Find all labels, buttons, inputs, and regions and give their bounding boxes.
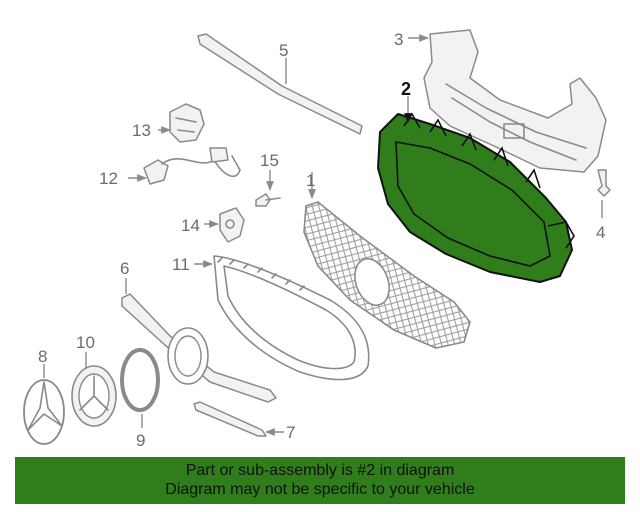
label-3: 3 xyxy=(394,30,403,49)
part-1-mesh-insert[interactable] xyxy=(303,172,471,349)
part-9-ring[interactable] xyxy=(120,348,160,428)
emblem-mount-ring[interactable] xyxy=(167,327,209,385)
label-10: 10 xyxy=(76,333,95,352)
part-14-bracket[interactable] xyxy=(204,207,245,243)
label-4: 4 xyxy=(596,223,605,242)
part-13-sensor[interactable] xyxy=(158,103,205,143)
label-7: 7 xyxy=(286,423,295,442)
part-10-emblem-badge[interactable] xyxy=(71,352,117,427)
part-8-star-emblem[interactable] xyxy=(23,364,65,445)
label-1: 1 xyxy=(306,171,315,190)
part-12-wiring-harness[interactable] xyxy=(128,147,241,185)
parts-diagram: 5 3 2 4 13 12 15 xyxy=(23,29,611,450)
label-14: 14 xyxy=(181,216,200,235)
label-12: 12 xyxy=(99,169,118,188)
part-5-trim-strip[interactable] xyxy=(197,33,363,135)
label-6: 6 xyxy=(120,259,129,278)
part-15-screw[interactable] xyxy=(255,170,281,207)
label-2: 2 xyxy=(401,79,411,99)
banner-line-2: Diagram may not be specific to your vehi… xyxy=(165,481,475,498)
label-5: 5 xyxy=(279,41,288,60)
label-15: 15 xyxy=(260,151,279,170)
label-13: 13 xyxy=(132,121,151,140)
part-3-upper-bracket[interactable] xyxy=(408,29,607,173)
part-11-surround-frame[interactable] xyxy=(194,255,370,381)
part-7-lower-trim[interactable] xyxy=(193,401,284,437)
info-banner: Part or sub-assembly is #2 in diagram Di… xyxy=(15,457,625,504)
part-2-grille-highlighted[interactable] xyxy=(377,96,575,283)
part-6-chrome-strip[interactable] xyxy=(121,278,277,403)
label-8: 8 xyxy=(38,347,47,366)
part-4-clip[interactable] xyxy=(597,169,611,218)
label-9: 9 xyxy=(136,431,145,450)
label-11: 11 xyxy=(172,255,190,274)
banner-line-1: Part or sub-assembly is #2 in diagram xyxy=(185,462,455,479)
